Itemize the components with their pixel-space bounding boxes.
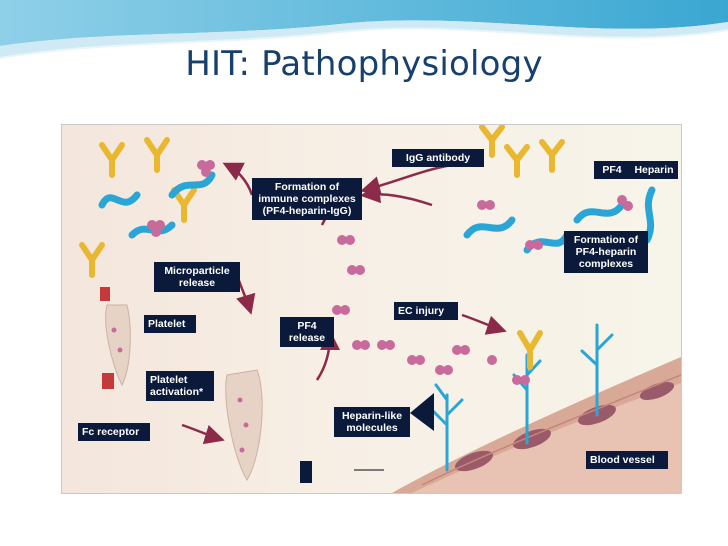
blood-vessel-wall xyxy=(392,357,681,493)
page-title: HIT: Pathophysiology xyxy=(185,44,543,84)
pf4-particles xyxy=(147,160,633,385)
pathophysiology-figure: IgG antibody PF4 Heparin Formation of im… xyxy=(61,124,682,494)
heparin-like-molecules xyxy=(430,323,614,472)
platelet-cells xyxy=(105,304,263,481)
label-heparin-legend: Heparin xyxy=(630,161,678,179)
label-pf4-release: PF4 release xyxy=(280,317,334,347)
label-formation-immune-complexes: Formation of immune complexes (PF4-hepar… xyxy=(252,178,362,220)
antibody-icon xyxy=(517,330,543,370)
wave-decoration xyxy=(0,0,728,59)
slide-header-waves xyxy=(0,0,728,90)
label-pf4-legend: PF4 xyxy=(594,161,630,179)
label-formation-pf4-heparin: Formation of PF4-heparin complexes xyxy=(564,231,648,273)
label-ec-injury: EC injury xyxy=(394,302,458,320)
label-blood-vessel: Blood vessel xyxy=(586,451,668,469)
label-platelet: Platelet xyxy=(144,315,196,333)
figure-illustration xyxy=(79,125,681,493)
label-igg-antibody: IgG antibody xyxy=(392,149,484,167)
label-heparin-like-molecules: Heparin-like molecules xyxy=(334,407,410,437)
label-microparticle-release: Microparticle release xyxy=(154,262,240,292)
label-fc-receptor: Fc receptor xyxy=(78,423,150,441)
antibody-cluster-right xyxy=(479,125,565,178)
fc-receptor-marks xyxy=(100,287,114,389)
label-platelet-activation: Platelet activation* xyxy=(146,371,214,401)
antibody-cluster-left xyxy=(79,137,197,278)
